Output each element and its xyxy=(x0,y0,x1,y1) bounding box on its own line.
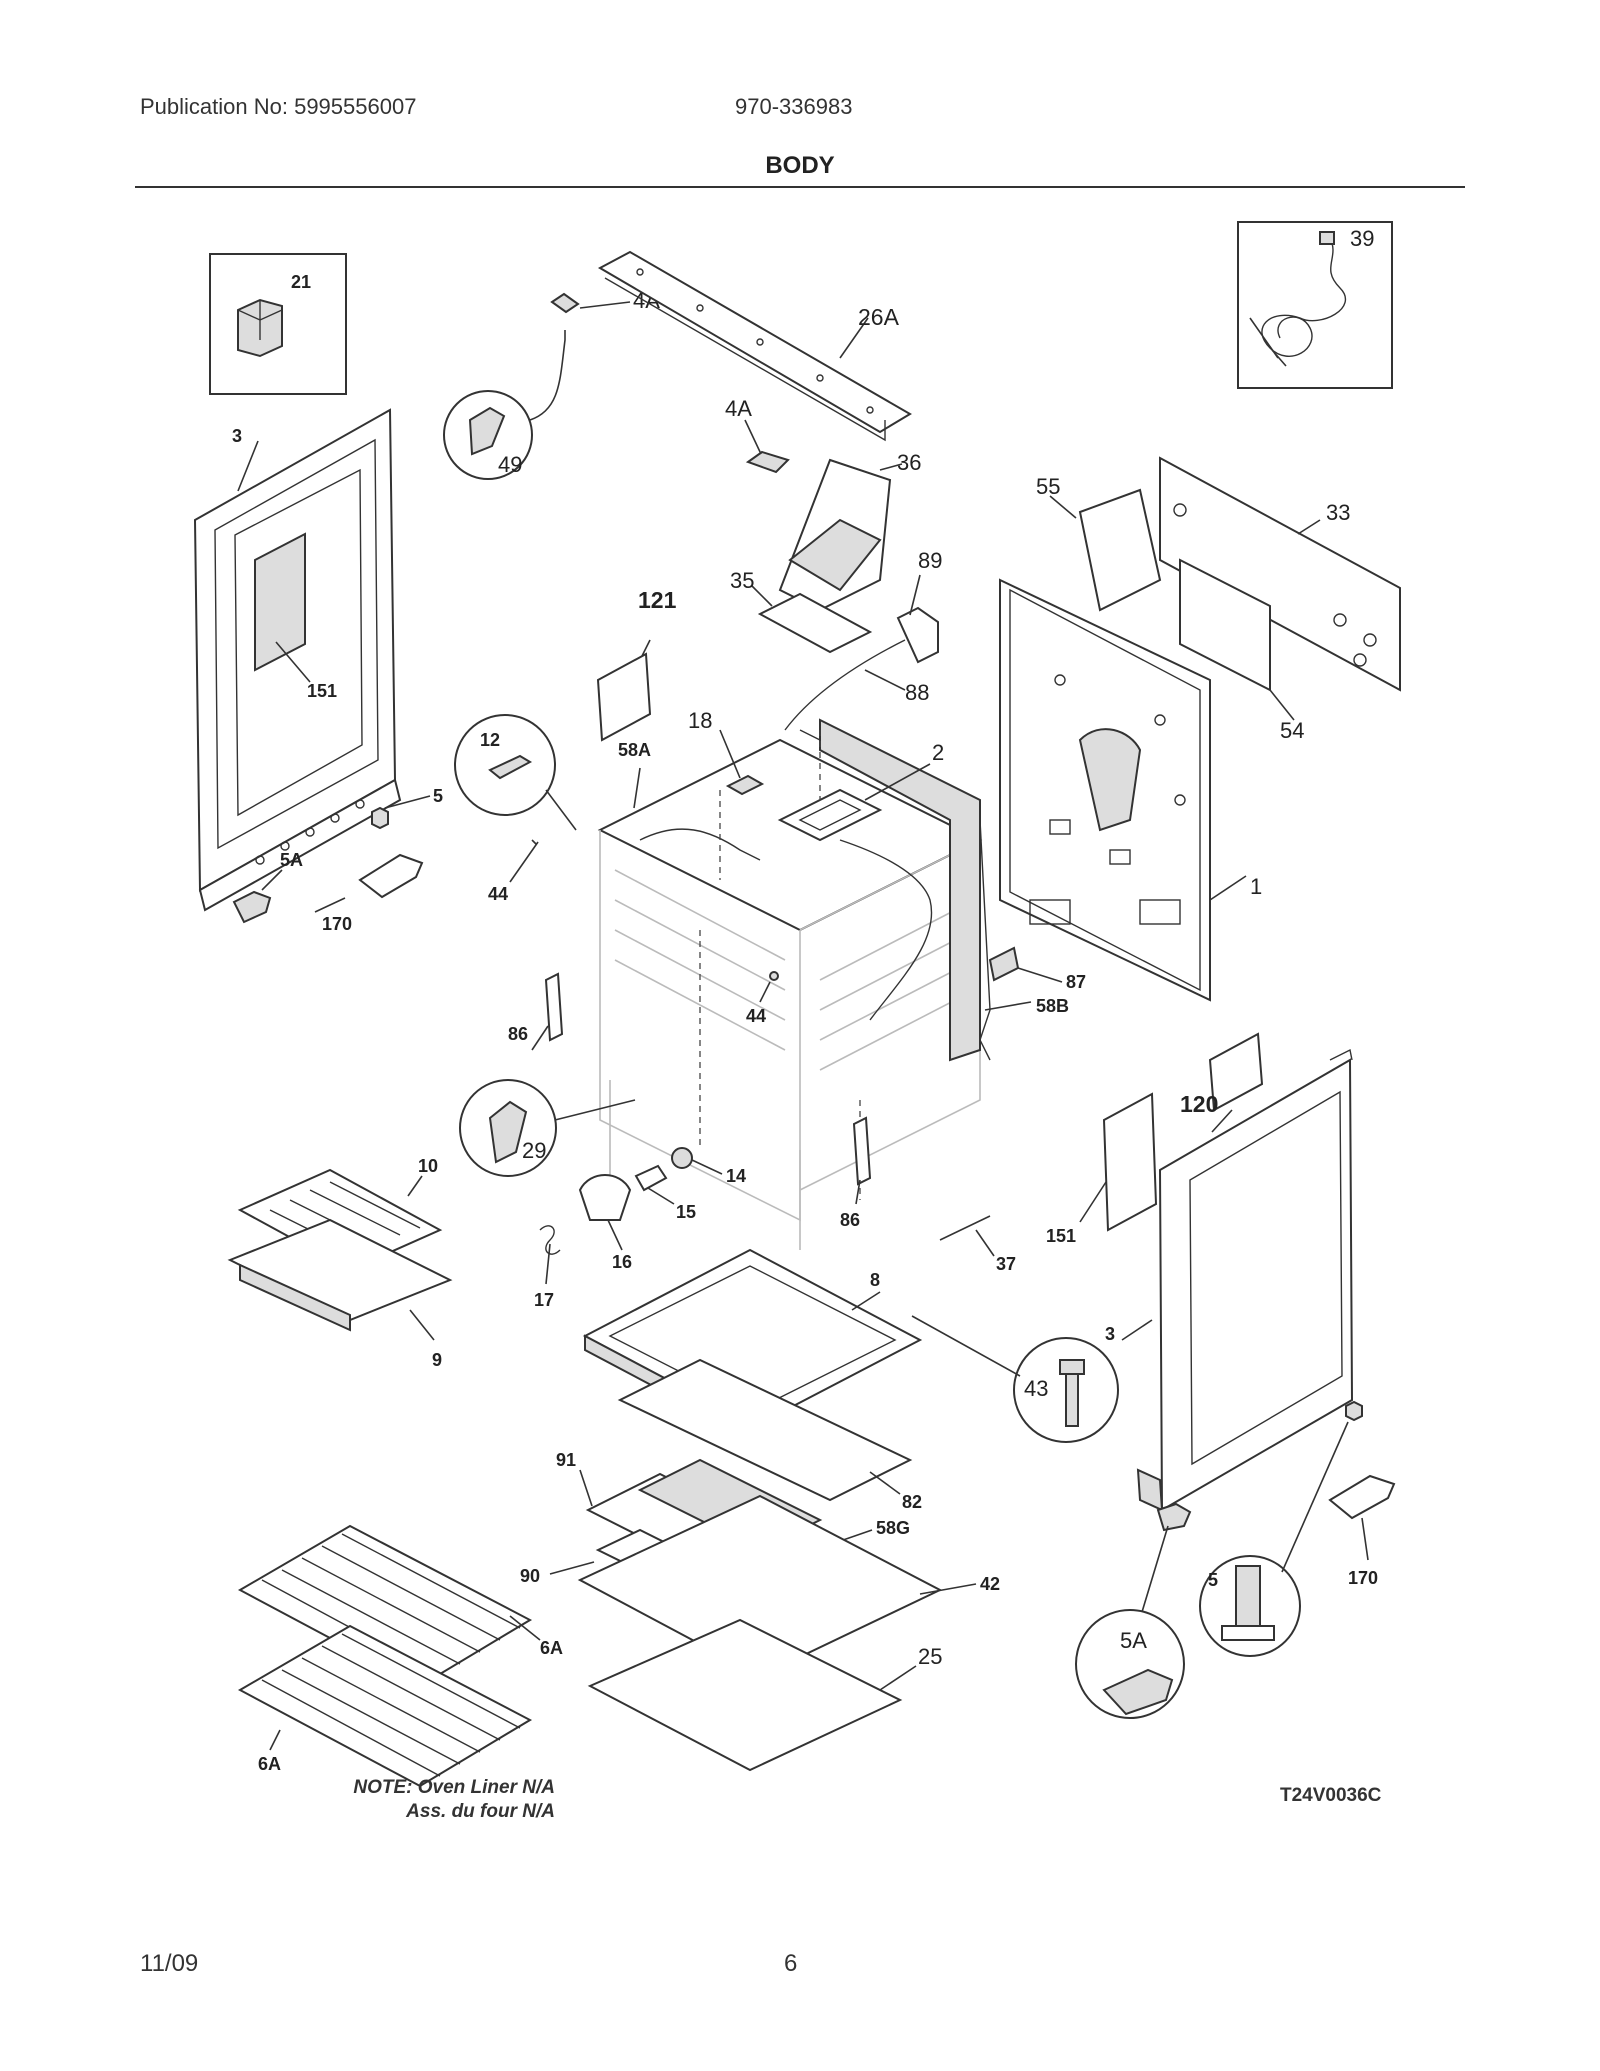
diagram-code: T24V0036C xyxy=(1280,1785,1382,1806)
callout-151-right: 151 xyxy=(1046,1226,1076,1246)
callout-39: 39 xyxy=(1350,226,1374,251)
callout-55: 55 xyxy=(1036,474,1060,499)
callout-26A: 26A xyxy=(858,304,900,330)
callout-44-left: 44 xyxy=(488,884,508,904)
oven-cavity: 2 18 58A 58B xyxy=(597,708,1069,1250)
oven-bottom: 8 82 xyxy=(582,1248,923,1512)
callout-86-right: 86 xyxy=(840,1210,860,1230)
callout-170-right: 170 xyxy=(1348,1568,1378,1588)
callout-91: 91 xyxy=(556,1450,576,1470)
callout-8: 8 xyxy=(870,1270,880,1290)
callout-6A-top: 6A xyxy=(540,1638,563,1658)
callout-16: 16 xyxy=(612,1252,632,1272)
note-line-1: NOTE: Oven Liner N/A xyxy=(353,1777,555,1798)
callout-3-left: 3 xyxy=(232,426,242,446)
footer-date: 11/09 xyxy=(140,1950,199,1977)
callout-90: 90 xyxy=(520,1566,540,1586)
rear-panel: 1 xyxy=(999,578,1262,1002)
drawer-assembly: 91 58G 90 42 25 xyxy=(520,1450,1000,1772)
callout-12: 12 xyxy=(480,730,500,750)
part-87: 87 xyxy=(988,946,1086,992)
broil-pan: 10 9 xyxy=(227,1156,453,1370)
right-side-panel: 3 xyxy=(1105,1048,1354,1512)
callout-43: 43 xyxy=(1024,1376,1048,1401)
callout-54: 54 xyxy=(1280,718,1304,743)
header-divider xyxy=(135,186,1465,188)
vent-duct-36: 36 35 xyxy=(730,450,921,654)
callout-36: 36 xyxy=(897,450,921,475)
callout-15: 15 xyxy=(676,1202,696,1222)
callout-88: 88 xyxy=(905,680,929,705)
callout-89: 89 xyxy=(918,548,942,573)
part-44-left: 44 xyxy=(488,839,539,904)
right-leveler-group: 5 5A 170 xyxy=(1075,1400,1396,1719)
callout-10: 10 xyxy=(418,1156,438,1176)
detail-49: 49 xyxy=(443,330,566,480)
callout-3-right: 3 xyxy=(1105,1324,1115,1344)
callout-9: 9 xyxy=(432,1350,442,1370)
callout-82: 82 xyxy=(902,1492,922,1512)
callout-1: 1 xyxy=(1250,874,1262,899)
model-number: 970-336983 xyxy=(735,94,853,119)
light-assembly: 14 15 16 17 xyxy=(534,1147,746,1310)
part-86-right: 86 xyxy=(840,1116,872,1230)
footer-page-number: 6 xyxy=(784,1950,798,1977)
callout-2: 2 xyxy=(932,740,944,765)
callout-86-left: 86 xyxy=(508,1024,528,1044)
callout-58A: 58A xyxy=(618,740,651,760)
part-39-inset: 39 xyxy=(1237,221,1393,389)
part-44-mid: 44 xyxy=(746,971,779,1026)
detail-29: 29 xyxy=(459,1079,636,1177)
callout-58G: 58G xyxy=(876,1518,910,1538)
page-title: BODY xyxy=(765,152,835,179)
callout-87: 87 xyxy=(1066,972,1086,992)
part-55: 55 xyxy=(1036,474,1162,612)
callout-29: 29 xyxy=(522,1138,546,1163)
callout-4A-mid: 4A xyxy=(725,396,752,421)
callout-170-left: 170 xyxy=(322,914,352,934)
oven-racks: 6A 6A xyxy=(237,1524,563,1788)
part-89-88: 89 88 xyxy=(784,548,942,731)
part-37: 37 xyxy=(939,1215,1016,1274)
note-line-2: Ass. du four N/A xyxy=(406,1801,555,1822)
publication-number: Publication No: 5995556007 xyxy=(140,94,417,119)
callout-21: 21 xyxy=(291,272,311,292)
detail-43: 43 xyxy=(911,1315,1119,1443)
part-21-inset: 21 xyxy=(209,253,347,395)
callout-42: 42 xyxy=(980,1574,1000,1594)
part-120: 120 xyxy=(1180,1032,1264,1133)
callout-5A-right: 5A xyxy=(1120,1628,1147,1653)
detail-12: 12 xyxy=(454,714,577,831)
left-side-panel: 3 151 xyxy=(193,408,402,912)
callout-121: 121 xyxy=(638,587,677,613)
part-121: 121 xyxy=(596,587,677,742)
part-26A-bracket: 26A xyxy=(597,250,912,442)
callout-151-left: 151 xyxy=(307,681,337,701)
callout-33: 33 xyxy=(1326,500,1350,525)
oven-liner-note: NOTE: Oven Liner N/A Ass. du four N/A xyxy=(325,1776,555,1824)
callout-18: 18 xyxy=(688,708,712,733)
callout-6A-bottom: 6A xyxy=(258,1754,281,1774)
part-54: 54 xyxy=(1179,558,1304,743)
part-4A-mid: 4A xyxy=(725,396,790,474)
callout-35: 35 xyxy=(730,568,754,593)
part-151-right: 151 xyxy=(1046,1092,1158,1246)
callout-5-right: 5 xyxy=(1208,1570,1218,1590)
callout-49: 49 xyxy=(498,452,522,477)
part-33: 33 xyxy=(1159,456,1401,692)
callout-25: 25 xyxy=(918,1644,942,1669)
callout-5A-left: 5A xyxy=(280,850,303,870)
callout-120: 120 xyxy=(1180,1091,1218,1117)
callout-37: 37 xyxy=(996,1254,1016,1274)
left-leveler-group: 5 5A 170 xyxy=(232,786,443,934)
callout-44-mid: 44 xyxy=(746,1006,766,1026)
part-86-left: 86 xyxy=(508,972,564,1051)
callout-5-left: 5 xyxy=(433,786,443,806)
callout-58B: 58B xyxy=(1036,996,1069,1016)
callout-14: 14 xyxy=(726,1166,746,1186)
callout-17: 17 xyxy=(534,1290,554,1310)
